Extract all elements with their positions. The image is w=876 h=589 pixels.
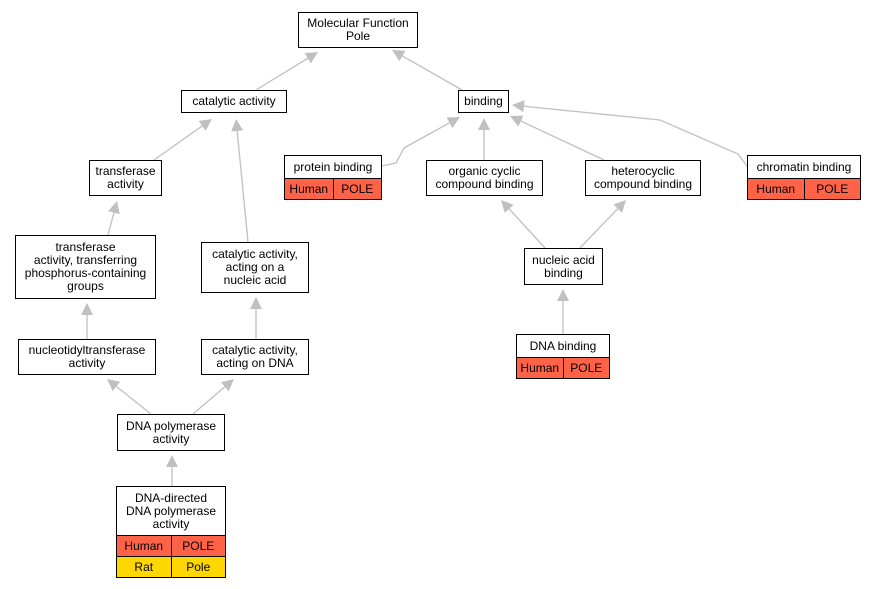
arrowhead-icon — [557, 289, 569, 301]
species-cell[interactable]: Human — [289, 182, 329, 196]
edge-nucleotidyl-to-phosphorus — [81, 303, 93, 339]
edge-transferase-to-catalytic — [153, 119, 212, 161]
node-organic-cyclic[interactable]: organic cyclic compound binding — [426, 160, 543, 196]
node-transferase-phosphorus[interactable]: transferase activity, transferring phosp… — [15, 235, 156, 299]
node-label: DNA binding — [529, 338, 597, 353]
edge-organic-to-binding — [478, 118, 490, 160]
edge-line — [107, 212, 115, 236]
arrowhead-icon — [220, 379, 234, 392]
node-label: nucleotidyltransferase activity — [28, 343, 146, 370]
node-label: DNA-directed DNA polymerase activity — [125, 490, 217, 531]
node-root[interactable]: Molecular Function Pole — [298, 12, 418, 48]
node-catalytic-dna[interactable]: catalytic activity, acting on DNA — [201, 339, 309, 375]
node-label: DNA polymerase activity — [125, 418, 217, 446]
edge-catalytic-to-root — [255, 52, 318, 91]
edge-line — [381, 122, 450, 167]
edge-line — [115, 385, 152, 415]
node-catalytic-activity[interactable]: catalytic activity — [181, 90, 287, 113]
species-row: Rat Pole — [117, 556, 225, 577]
edge-line — [579, 208, 619, 249]
arrowhead-icon — [446, 117, 460, 129]
edge-directed-to-polymerase — [166, 455, 178, 486]
edge-polymerase-to-catdna — [192, 379, 234, 415]
edge-hetero-to-binding — [510, 115, 605, 161]
node-label: Molecular Function Pole — [307, 16, 409, 43]
edge-catdna-to-catnucleic — [250, 297, 262, 339]
arrowhead-icon — [392, 50, 406, 62]
node-label: binding — [464, 94, 503, 108]
arrowhead-icon — [478, 118, 490, 130]
edge-polymerase-to-nucleotidyl — [107, 379, 152, 415]
node-binding[interactable]: binding — [458, 90, 509, 113]
gene-cell[interactable]: Pole — [170, 557, 226, 577]
species-cell[interactable]: Human — [124, 539, 164, 553]
edge-binding-to-root — [392, 50, 463, 91]
arrowhead-icon — [613, 200, 626, 213]
arrowhead-icon — [231, 119, 244, 132]
node-transferase-activity[interactable]: transferase activity — [89, 160, 162, 196]
edge-line — [508, 208, 546, 249]
edge-phosphorus-to-transferase — [107, 201, 120, 236]
node-label: nucleic acid binding — [532, 252, 595, 280]
node-label: chromatin binding — [756, 159, 852, 174]
species-cell[interactable]: Human — [520, 361, 560, 375]
node-label: organic cyclic compound binding — [435, 164, 534, 191]
node-label: catalytic activity, acting on a nucleic … — [212, 247, 298, 287]
node-nucleic-acid-binding[interactable]: nucleic acid binding — [524, 248, 603, 285]
edge-line — [236, 130, 249, 243]
edge-line — [255, 57, 309, 91]
edge-line — [402, 55, 463, 91]
edge-line — [153, 125, 203, 161]
node-dna-polymerase[interactable]: DNA polymerase activity — [117, 414, 225, 451]
node-label: catalytic activity — [192, 94, 276, 108]
arrowhead-icon — [512, 100, 525, 113]
node-label: transferase activity, transferring phosp… — [24, 240, 147, 293]
arrowhead-icon — [166, 455, 178, 467]
arrowhead-icon — [501, 200, 514, 213]
node-catalytic-nucleic[interactable]: catalytic activity, acting on a nucleic … — [201, 242, 309, 293]
arrowhead-icon — [108, 201, 120, 215]
edge-dnabinding-to-nucleic — [557, 289, 569, 334]
species-cell[interactable]: Human — [756, 182, 796, 196]
gene-cell[interactable]: POLE — [803, 179, 861, 199]
gene-cell[interactable]: POLE — [170, 536, 226, 556]
gene-cell[interactable]: POLE — [332, 179, 382, 199]
node-label: protein binding — [293, 159, 373, 174]
edge-nucleic-to-catalytic — [231, 119, 249, 243]
edge-nucleicbinding-to-organic — [501, 200, 546, 249]
node-heterocyclic[interactable]: heterocyclic compound binding — [585, 160, 701, 196]
node-nucleotidyltransferase[interactable]: nucleotidyltransferase activity — [18, 339, 156, 375]
species-row: Human POLE — [748, 178, 860, 199]
gene-cell[interactable]: POLE — [562, 358, 610, 378]
edge-protein-to-binding — [381, 117, 460, 167]
edge-chromatin-to-binding — [512, 100, 748, 167]
arrowhead-icon — [81, 303, 93, 315]
node-label: heterocyclic compound binding — [593, 164, 693, 191]
edge-nucleicbinding-to-hetero — [579, 200, 626, 249]
arrowhead-icon — [510, 115, 524, 127]
species-row: Human POLE — [117, 535, 225, 556]
node-label: transferase activity — [95, 164, 156, 191]
edge-line — [192, 386, 226, 415]
edge-line — [520, 120, 605, 161]
arrowhead-icon — [198, 119, 212, 131]
arrowhead-icon — [250, 297, 262, 309]
arrowhead-icon — [107, 379, 121, 392]
arrowhead-icon — [304, 52, 318, 64]
node-label: catalytic activity, acting on DNA — [212, 343, 298, 370]
edge-line — [523, 105, 748, 167]
species-cell[interactable]: Rat — [134, 560, 154, 574]
